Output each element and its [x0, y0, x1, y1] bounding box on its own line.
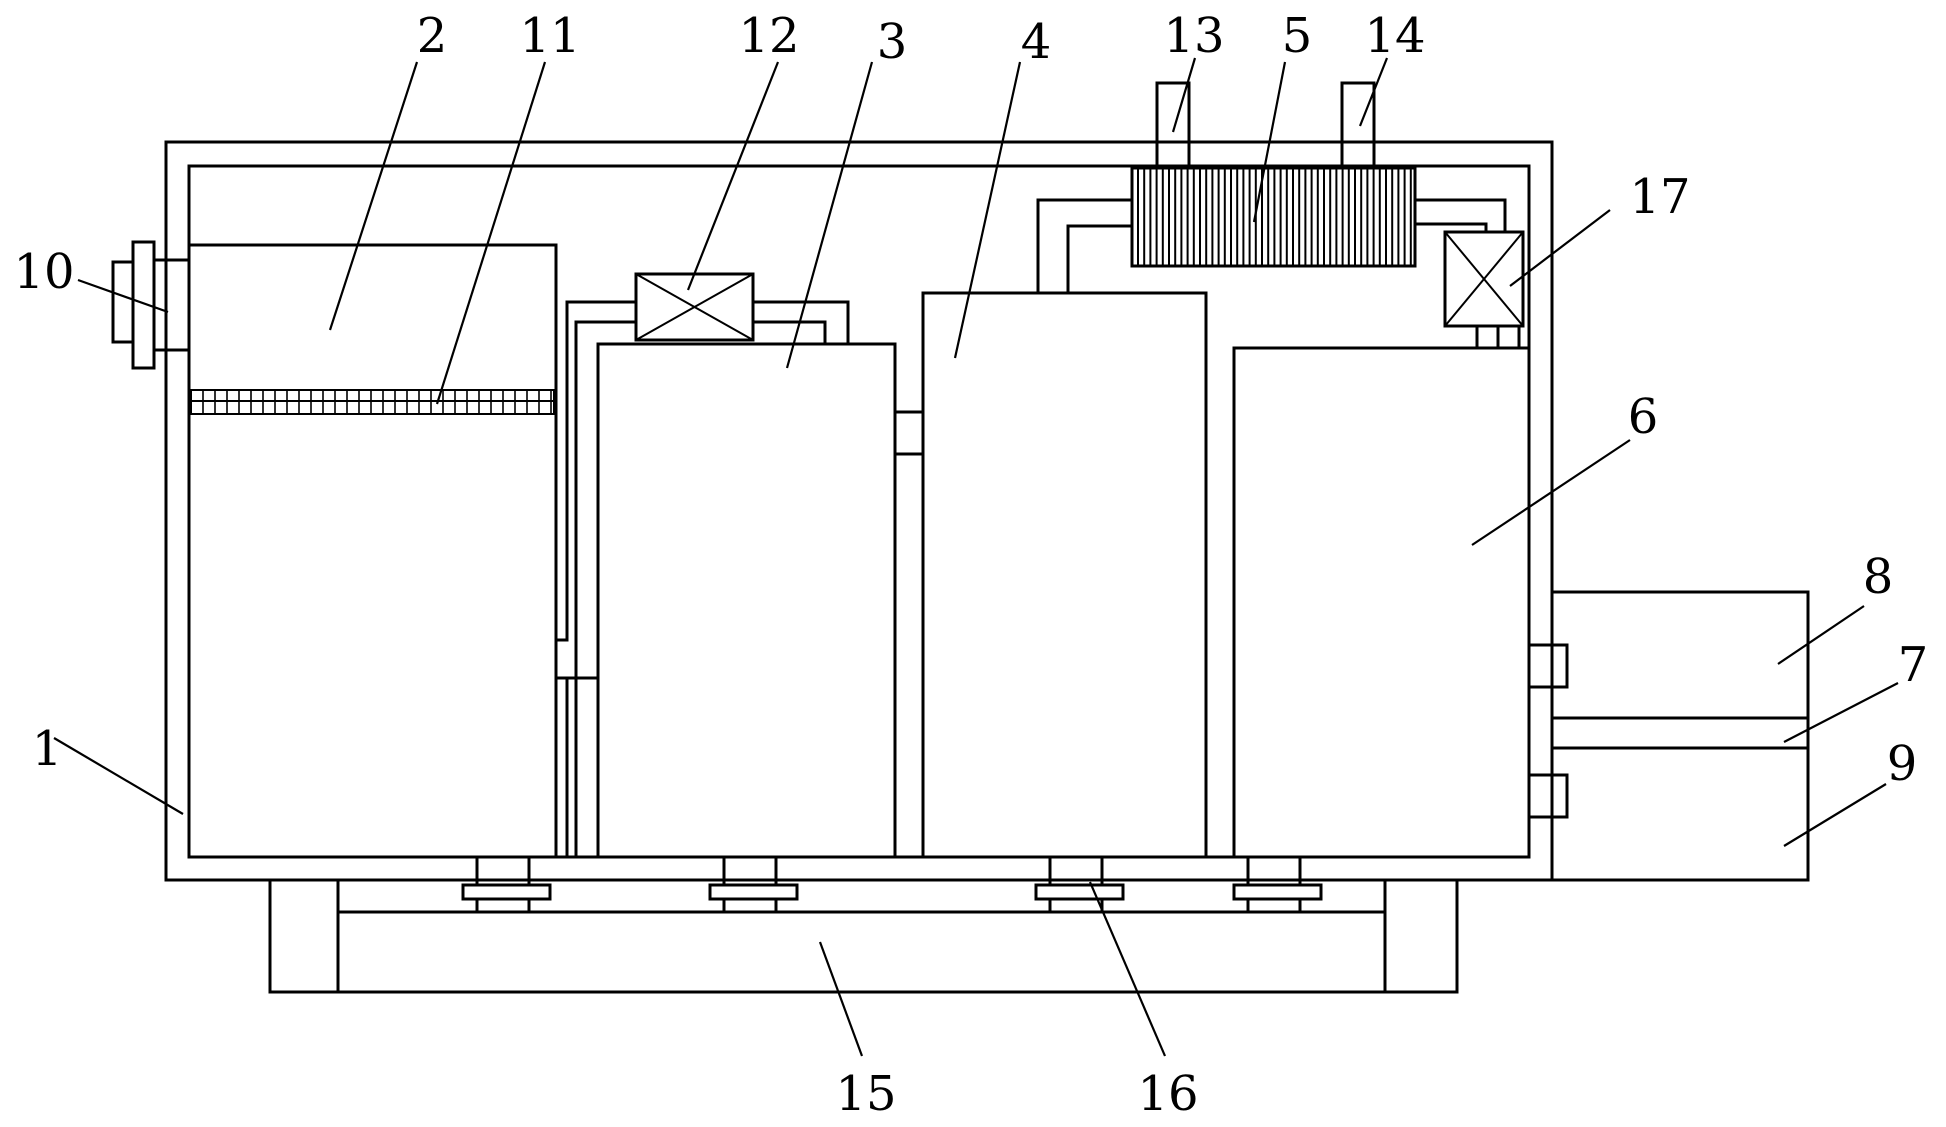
pipe-13	[1155, 81, 1191, 170]
label-4: 4	[1021, 14, 1052, 70]
tank-2	[187, 243, 558, 859]
label-14: 14	[1364, 8, 1425, 64]
side-box	[1550, 590, 1810, 882]
valve-12	[634, 272, 755, 342]
foot-1	[461, 855, 552, 914]
radiator-5	[1130, 166, 1417, 268]
housing	[164, 140, 1554, 882]
label-10: 10	[13, 244, 74, 300]
valve-17	[1443, 230, 1525, 350]
foot-4	[1232, 855, 1323, 914]
label-11: 11	[519, 8, 580, 64]
label-1: 1	[32, 721, 63, 777]
label-17: 17	[1629, 169, 1690, 225]
leader-lines	[53, 57, 1899, 1057]
pipe-5-17	[1415, 198, 1507, 232]
pipe-2-3	[556, 300, 636, 856]
label-12: 12	[738, 8, 799, 64]
label-9: 9	[1887, 736, 1918, 792]
tank-4	[921, 198, 1208, 859]
label-13: 13	[1163, 8, 1224, 64]
label-16: 16	[1137, 1066, 1198, 1122]
tank-6	[1232, 346, 1531, 859]
pipe-14	[1340, 81, 1376, 170]
label-15: 15	[835, 1066, 896, 1122]
tank-3	[596, 300, 897, 859]
filter-screen	[190, 389, 555, 415]
part-labels: 1 2 11 12 3 4 13 5 14 17 6 8 7 9 10 15 1…	[13, 8, 1928, 1122]
label-5: 5	[1282, 8, 1313, 64]
foot-2	[708, 855, 799, 914]
pipe-3-4	[893, 410, 925, 456]
label-6: 6	[1628, 389, 1659, 445]
foot-flanges	[461, 855, 1323, 914]
inlet-flange	[111, 240, 191, 370]
label-3: 3	[877, 14, 908, 70]
outlet-fittings	[1527, 643, 1569, 819]
foot-3	[1034, 855, 1125, 914]
label-7: 7	[1898, 637, 1929, 693]
label-8: 8	[1863, 549, 1894, 605]
label-2: 2	[417, 8, 448, 64]
